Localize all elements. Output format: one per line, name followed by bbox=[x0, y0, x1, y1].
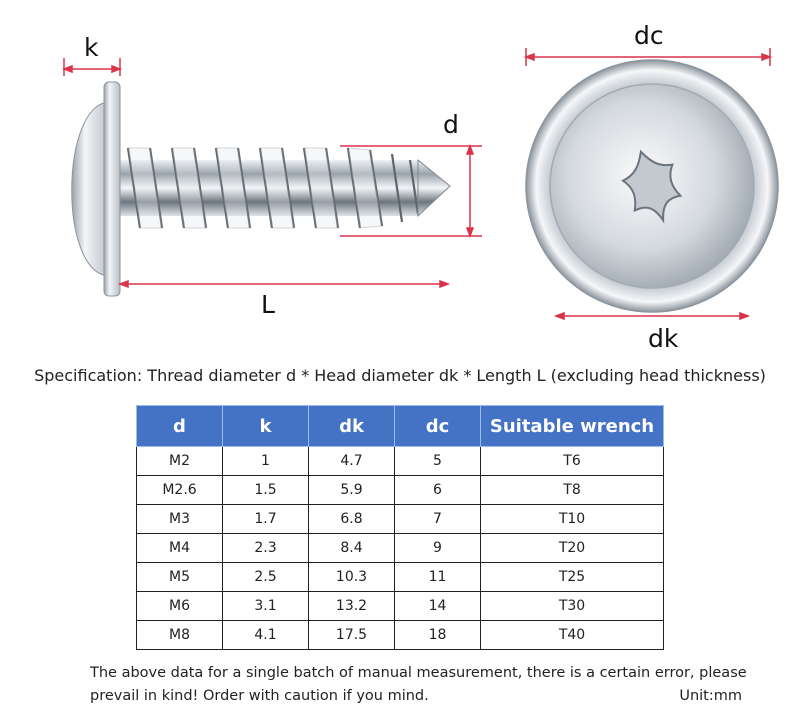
table-cell: 5 bbox=[394, 446, 481, 476]
table-cell: M4 bbox=[136, 533, 223, 563]
header-k: k bbox=[222, 405, 309, 447]
table-cell: 9 bbox=[394, 533, 481, 563]
dimension-d bbox=[340, 143, 482, 239]
screw-side-view bbox=[71, 81, 451, 297]
table-cell: 1.5 bbox=[222, 475, 309, 505]
table-row: M8 4.1 17.5 18 T40 bbox=[136, 620, 664, 650]
header-dk: dk bbox=[308, 405, 395, 447]
table-row: M3 1.7 6.8 7 T10 bbox=[136, 504, 664, 534]
label-dc: dc bbox=[634, 21, 664, 50]
table-cell: 6.8 bbox=[308, 504, 395, 534]
table-cell: T30 bbox=[480, 591, 664, 621]
screw-head-top-view bbox=[525, 59, 779, 313]
table-cell: 2.5 bbox=[222, 562, 309, 592]
table-cell: M2 bbox=[136, 446, 223, 476]
screw-threads bbox=[126, 147, 420, 229]
label-k: k bbox=[84, 33, 99, 62]
dimension-k bbox=[61, 58, 123, 76]
dimension-dc bbox=[523, 48, 773, 66]
table-row: M4 2.3 8.4 9 T20 bbox=[136, 533, 664, 563]
table-cell: T8 bbox=[480, 475, 664, 505]
table-cell: 5.9 bbox=[308, 475, 395, 505]
table-cell: 11 bbox=[394, 562, 481, 592]
table-cell: T20 bbox=[480, 533, 664, 563]
table-cell: T6 bbox=[480, 446, 664, 476]
table-cell: M8 bbox=[136, 620, 223, 650]
table-row: M6 3.1 13.2 14 T30 bbox=[136, 591, 664, 621]
table-cell: 1.7 bbox=[222, 504, 309, 534]
spec-table: d k dk dc Suitable wrench M2 1 4.7 5 T6 … bbox=[136, 405, 664, 650]
table-cell: T25 bbox=[480, 562, 664, 592]
screw-diagram: k d L dc dk bbox=[61, 21, 779, 353]
table-cell: 4.7 bbox=[308, 446, 395, 476]
screw-tip bbox=[417, 158, 451, 218]
table-row: M5 2.5 10.3 11 T25 bbox=[136, 562, 664, 592]
header-wrench: Suitable wrench bbox=[480, 405, 664, 447]
table-cell: M2.6 bbox=[136, 475, 223, 505]
label-L: L bbox=[261, 290, 275, 319]
table-cell: 10.3 bbox=[308, 562, 395, 592]
dimension-dk bbox=[553, 311, 751, 321]
table-cell: T40 bbox=[480, 620, 664, 650]
table-cell: 4.1 bbox=[222, 620, 309, 650]
table-cell: 8.4 bbox=[308, 533, 395, 563]
disclaimer-text: The above data for a single batch of man… bbox=[90, 665, 747, 704]
torx-recess bbox=[620, 149, 683, 224]
table-cell: 17.5 bbox=[308, 620, 395, 650]
table-cell: 3.1 bbox=[222, 591, 309, 621]
screw-head bbox=[71, 101, 111, 277]
table-header-row: d k dk dc Suitable wrench bbox=[136, 405, 664, 447]
table-row: M2.6 1.5 5.9 6 T8 bbox=[136, 475, 664, 505]
table-cell: 14 bbox=[394, 591, 481, 621]
table-cell: 6 bbox=[394, 475, 481, 505]
table-cell: 1 bbox=[222, 446, 309, 476]
dimension-L bbox=[117, 279, 451, 289]
table-cell: 13.2 bbox=[308, 591, 395, 621]
specification-text: Specification: Thread diameter d * Head … bbox=[34, 366, 766, 385]
table-row: M2 1 4.7 5 T6 bbox=[136, 446, 664, 476]
table-cell: M6 bbox=[136, 591, 223, 621]
table-cell: 7 bbox=[394, 504, 481, 534]
table-cell: 18 bbox=[394, 620, 481, 650]
label-d: d bbox=[443, 110, 459, 139]
screw-flange bbox=[103, 81, 121, 297]
table-cell: T10 bbox=[480, 504, 664, 534]
table-cell: 2.3 bbox=[222, 533, 309, 563]
unit-label: Unit:mm bbox=[679, 688, 742, 704]
table-cell: M3 bbox=[136, 504, 223, 534]
label-dk: dk bbox=[648, 324, 679, 353]
disclaimer-note: The above data for a single batch of man… bbox=[90, 662, 750, 708]
header-d: d bbox=[136, 405, 223, 447]
table-cell: M5 bbox=[136, 562, 223, 592]
header-dc: dc bbox=[394, 405, 481, 447]
